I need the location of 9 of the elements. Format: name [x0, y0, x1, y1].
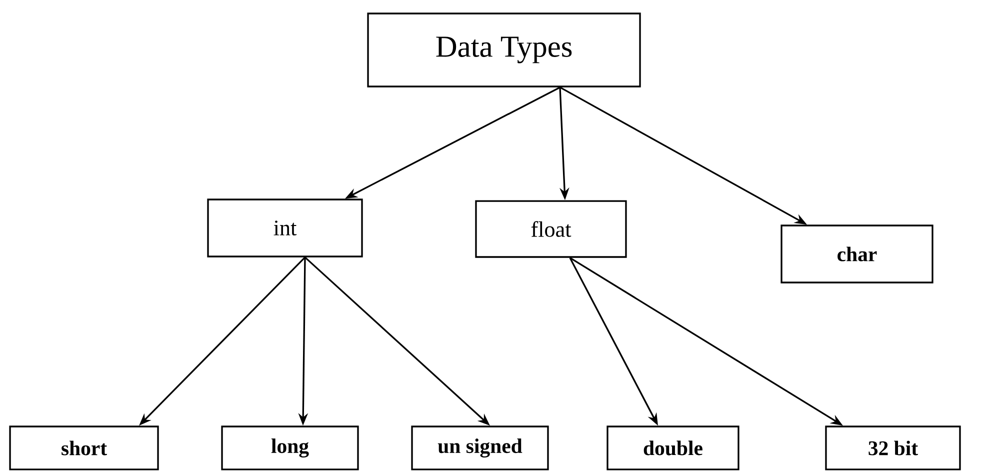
- type-box: Data Types: [367, 12, 641, 88]
- type-box: int: [207, 198, 363, 258]
- type-box: short: [9, 426, 159, 470]
- type-box: 32 bit: [825, 426, 961, 470]
- type-box: double: [606, 426, 740, 470]
- type-box: float: [475, 200, 627, 258]
- type-box: un signed: [411, 426, 549, 470]
- type-box: long: [221, 426, 359, 470]
- type-box: char: [780, 224, 934, 284]
